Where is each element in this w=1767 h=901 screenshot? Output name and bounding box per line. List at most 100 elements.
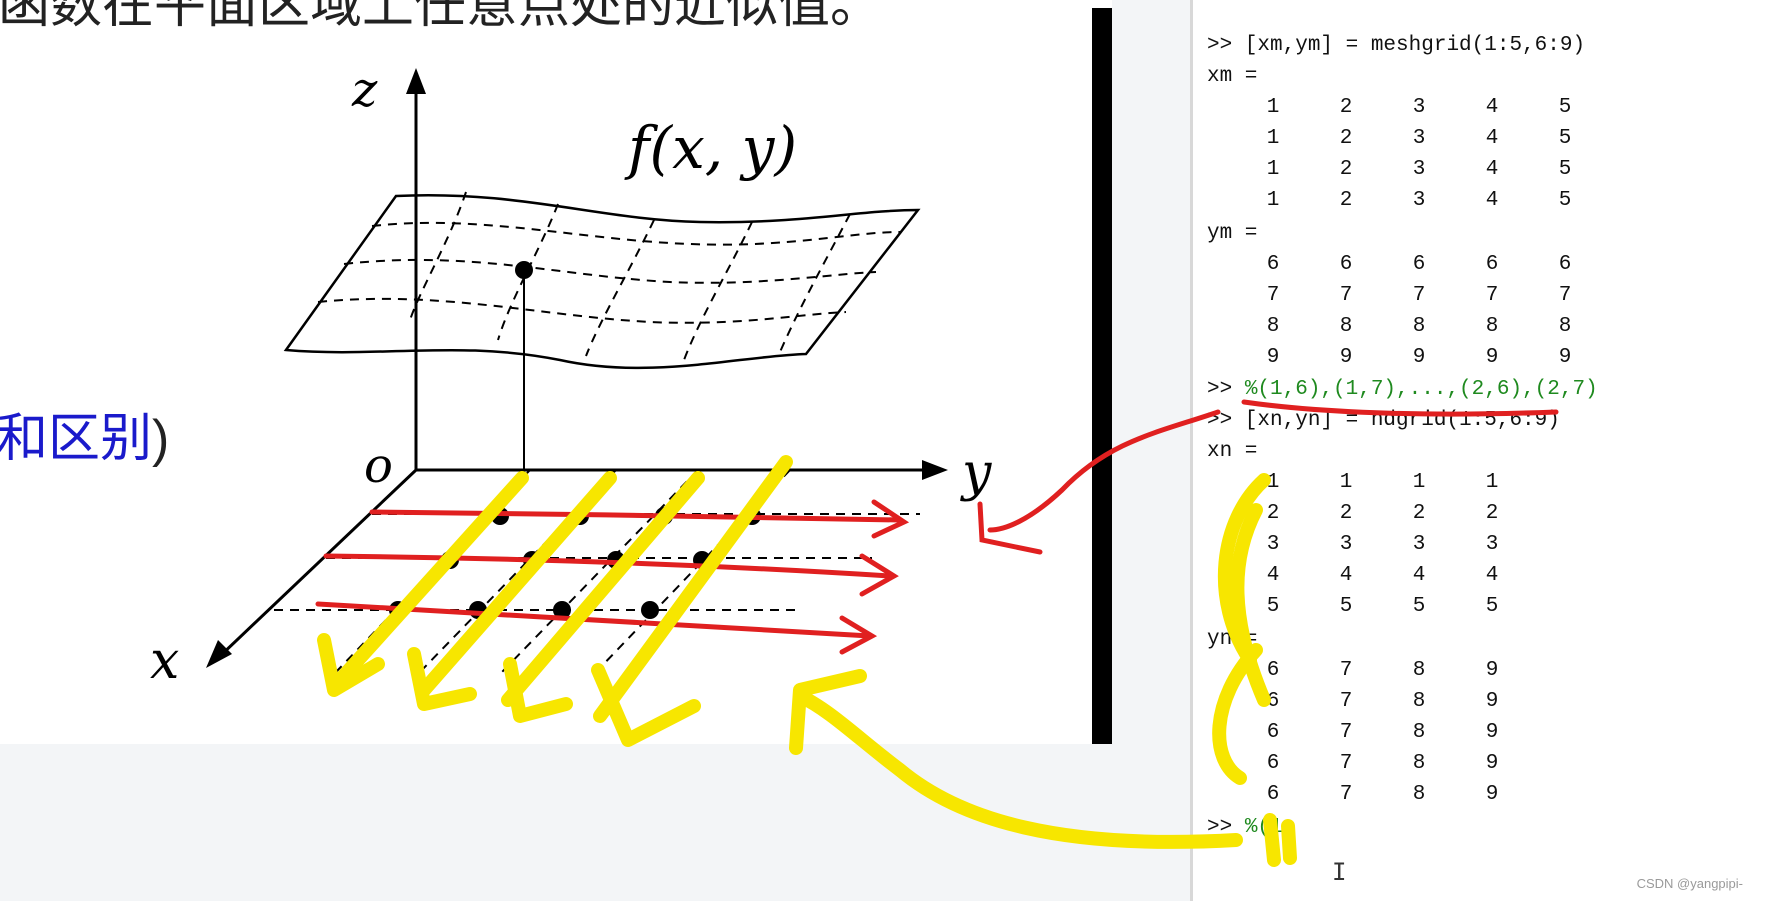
matrix-cell: 7	[1339, 284, 1353, 307]
xn-label: xn =	[1207, 440, 1258, 463]
surface-grid	[317, 191, 901, 361]
matrix-cell: 6	[1266, 253, 1280, 276]
matrix-cell: 1	[1266, 158, 1280, 181]
matrix-cell: 9	[1485, 752, 1499, 775]
matrix-cell: 3	[1412, 127, 1426, 150]
matrix-cell: 8	[1412, 315, 1426, 338]
matrix-cell: 6	[1412, 253, 1426, 276]
panel-gap	[1112, 0, 1190, 744]
matrix-cell: 1	[1339, 471, 1353, 494]
matrix-cell: 7	[1266, 284, 1280, 307]
matrix-cell: 3	[1412, 189, 1426, 212]
matrix-cell: 7	[1339, 721, 1353, 744]
matrix-cell: 6	[1558, 253, 1572, 276]
matrix-cell: 7	[1558, 284, 1572, 307]
meshgrid-diagram: z y x o f(x, y)	[150, 62, 992, 691]
y-axis-arrowhead	[922, 460, 948, 480]
matrix-cell: 4	[1266, 564, 1280, 587]
matrix-cell: 2	[1339, 502, 1353, 525]
slide-side-caption: 和区别)	[0, 396, 169, 471]
matrix-cell: 8	[1485, 315, 1499, 338]
matrix-cell: 8	[1412, 783, 1426, 806]
matrix-cell: 7	[1339, 752, 1353, 775]
matrix-cell: 4	[1339, 564, 1353, 587]
surface-point	[515, 261, 533, 279]
matrix-cell: 3	[1339, 533, 1353, 556]
matrix-cell: 6	[1266, 690, 1280, 713]
matrix-cell: 7	[1485, 284, 1499, 307]
matrix-cell: 4	[1485, 96, 1499, 119]
slide-right-border	[1092, 8, 1112, 744]
cmd-ndgrid: >> [xn,yn] = ndgrid(1:5,6:9)	[1207, 409, 1560, 432]
surface-label: f(x, y)	[624, 114, 797, 182]
slide-panel: 函数在平面区域上任意点处的近似值。 和区别) z y x o f(x, y)	[0, 0, 992, 691]
matrix-cell: 4	[1485, 564, 1499, 587]
matrix-cell: 8	[1412, 690, 1426, 713]
ym-label: ym =	[1207, 222, 1258, 245]
x-axis-arrowhead	[206, 640, 232, 668]
matrix-cell: 9	[1266, 346, 1280, 369]
matrix-cell: 8	[1558, 315, 1572, 338]
matrix-cell: 6	[1266, 721, 1280, 744]
matrix-cell: 1	[1412, 471, 1426, 494]
comment-text: %(1	[1244, 816, 1283, 839]
x-axis-label: x	[150, 631, 179, 691]
matrix-cell: 3	[1266, 533, 1280, 556]
matrix-cell: 9	[1485, 783, 1499, 806]
matrix-cell: 5	[1558, 96, 1572, 119]
matrix-cell: 6	[1266, 659, 1280, 682]
comment-text: %(1,6),(1,7),...,(2,6),(2,7)	[1244, 378, 1598, 401]
ground-grid	[274, 469, 920, 673]
matrix-cell: 3	[1485, 533, 1499, 556]
slide-bottom-margin	[0, 744, 1190, 901]
matrix-cell: 9	[1558, 346, 1572, 369]
matrix-cell: 9	[1412, 346, 1426, 369]
matrix-cell: 9	[1485, 721, 1499, 744]
z-axis-arrowhead	[406, 68, 426, 94]
command-window[interactable]: >> [xm,ym] = meshgrid(1:5,6:9) xm = 1 2 3 4…	[1193, 0, 1767, 901]
matrix-cell: 2	[1339, 158, 1353, 181]
watermark: CSDN @yangpipi-	[1636, 876, 1743, 891]
matrix-cell: 8	[1412, 659, 1426, 682]
matrix-cell: 3	[1412, 533, 1426, 556]
matrix-cell: 9	[1485, 346, 1499, 369]
matrix-cell: 2	[1485, 502, 1499, 525]
matrix-cell: 5	[1266, 595, 1280, 618]
matrix-cell: 9	[1485, 659, 1499, 682]
prompt: >>	[1207, 378, 1245, 401]
yn-label: yn =	[1207, 628, 1258, 651]
matrix-cell: 2	[1339, 127, 1353, 150]
matrix-cell: 6	[1266, 752, 1280, 775]
xm-label: xm =	[1207, 65, 1258, 88]
matrix-cell: 5	[1558, 127, 1572, 150]
matrix-cell: 7	[1339, 659, 1353, 682]
matrix-cell: 5	[1485, 595, 1499, 618]
slide-header-text: 函数在平面区域上任意点处的近似值。	[0, 0, 883, 35]
matrix-cell: 1	[1266, 127, 1280, 150]
matrix-cell: 5	[1412, 595, 1426, 618]
prompt: >>	[1207, 816, 1245, 839]
matrix-cell: 7	[1339, 690, 1353, 713]
matrix-cell: 6	[1266, 783, 1280, 806]
matrix-cell: 4	[1485, 189, 1499, 212]
text-cursor-icon: I	[1332, 858, 1347, 886]
cmd-current-input[interactable]: >> %(1	[1207, 812, 1283, 843]
matrix-cell: 6	[1339, 253, 1353, 276]
matrix-cell: 2	[1339, 96, 1353, 119]
matrix-cell: 7	[1412, 284, 1426, 307]
matrix-cell: 1	[1485, 471, 1499, 494]
matrix-cell: 3	[1412, 96, 1426, 119]
matrix-cell: 7	[1339, 783, 1353, 806]
matrix-cell: 5	[1558, 189, 1572, 212]
matrix-cell: 5	[1339, 595, 1353, 618]
cmd-meshgrid: >> [xm,ym] = meshgrid(1:5,6:9)	[1207, 34, 1586, 57]
matrix-cell: 8	[1412, 752, 1426, 775]
cmd-comment-1: >> %(1,6),(1,7),...,(2,6),(2,7)	[1207, 374, 1598, 405]
origin-label: o	[364, 438, 393, 494]
matrix-cell: 2	[1266, 502, 1280, 525]
matrix-cell: 8	[1266, 315, 1280, 338]
matrix-cell: 6	[1485, 253, 1499, 276]
surface-outline	[283, 193, 921, 370]
matrix-cell: 3	[1412, 158, 1426, 181]
matrix-cell: 8	[1339, 315, 1353, 338]
